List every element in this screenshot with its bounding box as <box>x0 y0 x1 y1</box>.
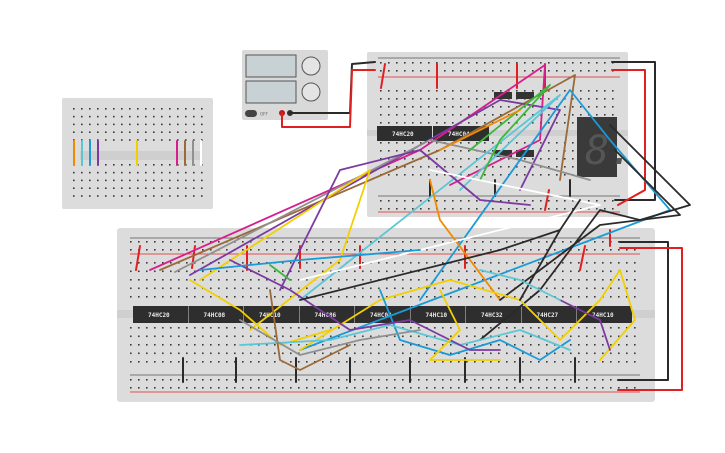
power-toggle-button[interactable] <box>245 110 257 117</box>
top-chip-74hc20[interactable]: 74HC20 <box>377 126 432 141</box>
chip-label: 74HC20 <box>148 312 170 319</box>
wire[interactable] <box>299 89 671 351</box>
wire[interactable] <box>559 299 611 351</box>
wire[interactable] <box>469 84 551 181</box>
wire[interactable] <box>281 69 376 128</box>
wire[interactable] <box>189 279 331 346</box>
wire[interactable] <box>617 247 683 391</box>
seven-segment-display[interactable]: 8. <box>577 117 633 177</box>
wire[interactable] <box>239 319 421 356</box>
wire[interactable] <box>379 289 571 361</box>
wire[interactable] <box>499 149 681 301</box>
wire[interactable] <box>429 289 501 361</box>
main-chip-74hc20[interactable]: 74HC20 <box>133 306 188 323</box>
voltage-display <box>245 54 297 78</box>
wire[interactable] <box>269 289 351 371</box>
wire[interactable] <box>617 241 669 381</box>
wire[interactable] <box>299 169 601 281</box>
main-chip-74hc32[interactable]: 74HC32 <box>466 306 521 323</box>
current-display <box>245 80 297 104</box>
wire[interactable] <box>579 245 586 271</box>
wire[interactable] <box>380 63 386 89</box>
power-supply[interactable]: OFF <box>242 50 328 120</box>
small-center-channel <box>80 151 200 160</box>
wire[interactable] <box>611 61 656 201</box>
power-off-label: OFF <box>260 112 268 117</box>
wire[interactable] <box>199 249 421 271</box>
breadboards <box>62 52 655 402</box>
main-chip-74hc10[interactable]: 74HC10 <box>410 306 466 323</box>
chip-label: 74HC27 <box>537 312 559 319</box>
voltage-knob[interactable] <box>301 56 321 76</box>
main-chip-74hc27[interactable]: 74HC27 <box>521 306 577 323</box>
wire[interactable] <box>199 169 371 331</box>
wire[interactable] <box>239 324 571 351</box>
main-chip-74hc08[interactable]: 74HC08 <box>188 306 244 323</box>
main-chip-74hc08[interactable]: 74HC08 <box>355 306 410 323</box>
chip-label: 74HC20 <box>392 131 414 138</box>
chip-label: 74HC04 <box>448 131 470 138</box>
chip-label: 74HC86 <box>315 312 337 319</box>
wire[interactable] <box>279 149 531 291</box>
wire[interactable] <box>544 189 550 211</box>
chip-label: 74HC08 <box>370 312 392 319</box>
chip-label: 74HC10 <box>426 312 448 319</box>
current-knob[interactable] <box>301 82 321 102</box>
chip-label: 74HC32 <box>481 312 503 319</box>
seven-segment-digit: 8. <box>585 128 633 174</box>
wire[interactable] <box>299 94 561 301</box>
wire[interactable] <box>299 229 561 301</box>
wire[interactable] <box>299 269 636 361</box>
wire[interactable] <box>174 139 591 273</box>
wire[interactable] <box>429 179 501 301</box>
wire[interactable] <box>439 109 521 151</box>
top-center-channel <box>367 130 628 136</box>
wire[interactable] <box>479 269 561 301</box>
breadboard-holes <box>73 62 636 389</box>
chip-label: 74HC10 <box>592 312 614 319</box>
wire[interactable] <box>269 264 291 281</box>
wire[interactable] <box>189 99 561 276</box>
wire[interactable] <box>135 245 141 271</box>
chip-label: 74HC08 <box>204 312 226 319</box>
wires <box>73 61 691 391</box>
wire[interactable] <box>229 259 501 351</box>
wire[interactable] <box>159 74 576 271</box>
wire[interactable] <box>479 124 691 341</box>
wire[interactable] <box>519 199 581 301</box>
wire[interactable] <box>611 69 646 206</box>
